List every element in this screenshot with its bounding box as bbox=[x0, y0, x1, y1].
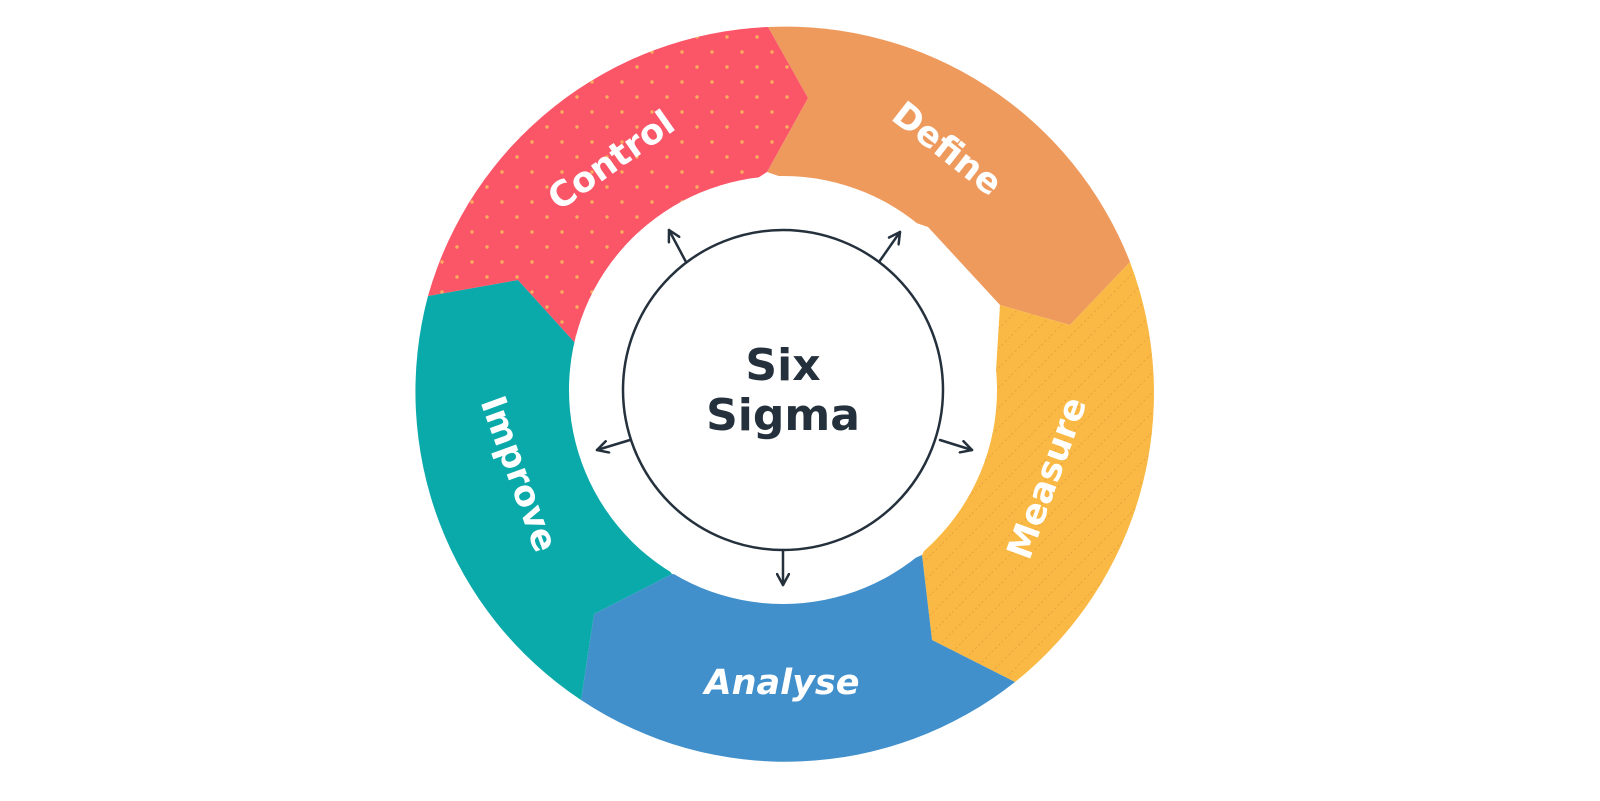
segment-analyse-shape bbox=[581, 555, 1015, 762]
segment-improve-shape bbox=[415, 280, 672, 700]
segment-analyse: Analyse bbox=[581, 555, 1015, 762]
center-title-line-2: Sigma bbox=[706, 390, 860, 441]
segment-analyse-label: Analyse bbox=[701, 663, 859, 703]
segment-define: Define bbox=[767, 26, 1130, 325]
arrow-to-measure bbox=[938, 438, 974, 450]
arrow-to-control bbox=[669, 228, 688, 264]
arrow-to-define bbox=[877, 230, 902, 264]
segment-control: Control bbox=[428, 27, 808, 345]
segment-improve: Improve bbox=[415, 280, 672, 700]
segment-measure-stripes bbox=[922, 262, 1154, 682]
center-disc bbox=[569, 176, 997, 604]
segment-define-shape bbox=[767, 26, 1130, 325]
center-title-line-1: Six bbox=[745, 340, 820, 391]
outward-arrows bbox=[595, 228, 974, 587]
segment-control-dots bbox=[428, 27, 808, 345]
segment-measure: Measure bbox=[922, 262, 1154, 682]
arrow-to-improve bbox=[595, 438, 632, 450]
